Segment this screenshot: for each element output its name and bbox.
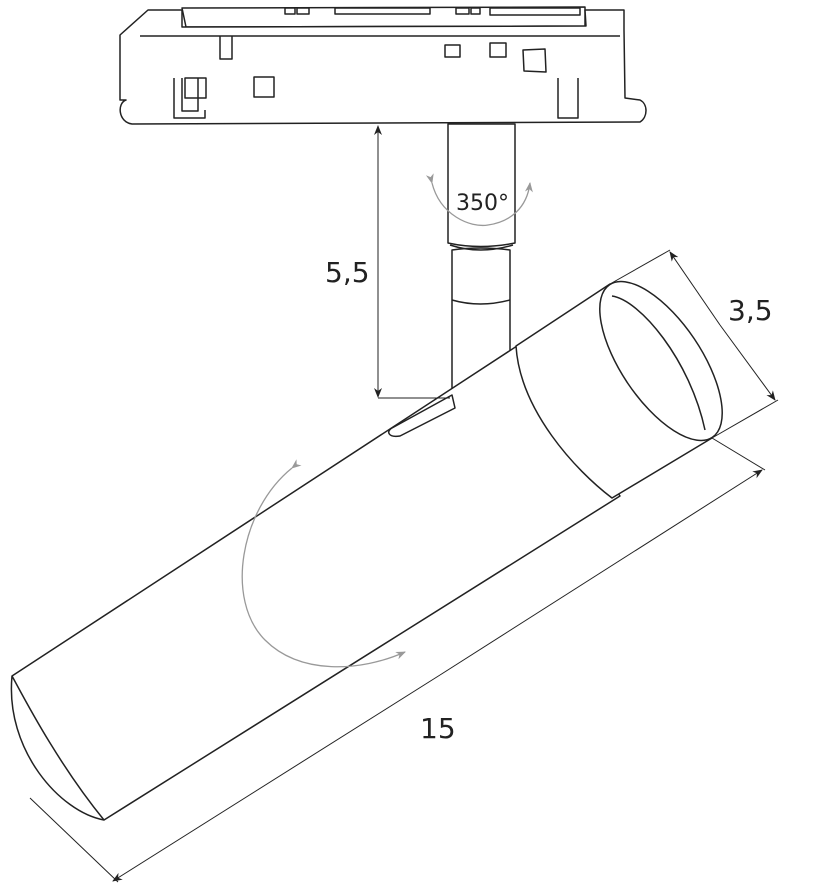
track-adapter — [119, 6, 647, 125]
tilt-rotation-arrow — [241, 459, 406, 668]
body-length-dimension: 15 — [29, 437, 766, 883]
head-diameter-dimension: 3,5 — [609, 249, 779, 439]
spotlight-body — [10, 280, 723, 821]
head-diameter-label: 3,5 — [728, 294, 773, 327]
stem-height-label: 5,5 — [325, 256, 370, 289]
swivel-rotation-arrow — [425, 173, 533, 227]
stem-height-dimension: 5,5 — [325, 125, 450, 399]
rotation-angle-label: 350° — [456, 191, 509, 216]
body-length-label: 15 — [420, 712, 456, 745]
